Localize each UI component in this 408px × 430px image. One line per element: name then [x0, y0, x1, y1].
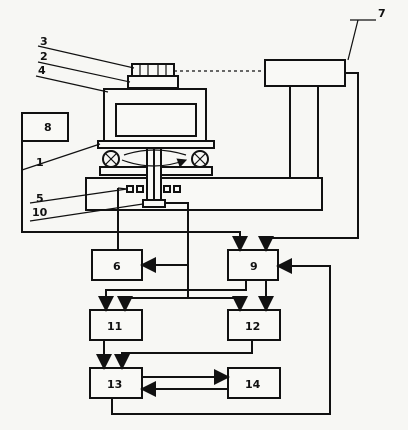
label-12: 12: [245, 320, 260, 333]
signal-lines: [21, 72, 359, 415]
label-3: 3: [40, 35, 48, 48]
sensor-elements-5: [126, 185, 181, 193]
label-5: 5: [36, 192, 44, 205]
roller-left: [102, 150, 120, 168]
label-14: 14: [245, 378, 261, 391]
table-plate-1: [97, 140, 215, 149]
top-plate-2: [127, 75, 179, 89]
label-4: 4: [38, 64, 46, 77]
top-cap-3: [131, 63, 175, 77]
label-1: 1: [36, 156, 44, 169]
inner-block-4: [115, 103, 197, 137]
rotation-arrow-back: [123, 149, 187, 156]
base-platform: [85, 177, 323, 211]
label-7: 7: [378, 7, 386, 20]
label-6: 6: [113, 260, 121, 273]
label-9: 9: [250, 260, 258, 273]
cap-hatching: [139, 64, 167, 76]
block-11: [89, 309, 143, 341]
rotation-arrow: [121, 158, 188, 168]
label-10: 10: [32, 206, 48, 219]
label-2: 2: [40, 50, 48, 63]
leader-lines: [21, 19, 376, 222]
label-11: 11: [107, 320, 122, 333]
label-13: 13: [107, 378, 122, 391]
label-8: 8: [44, 121, 52, 134]
roller-right: [191, 150, 209, 168]
block-8: [21, 112, 69, 142]
sensor-10: [142, 199, 166, 208]
support-column: [289, 86, 319, 178]
block-12: [227, 309, 281, 341]
block-7: [264, 59, 346, 87]
